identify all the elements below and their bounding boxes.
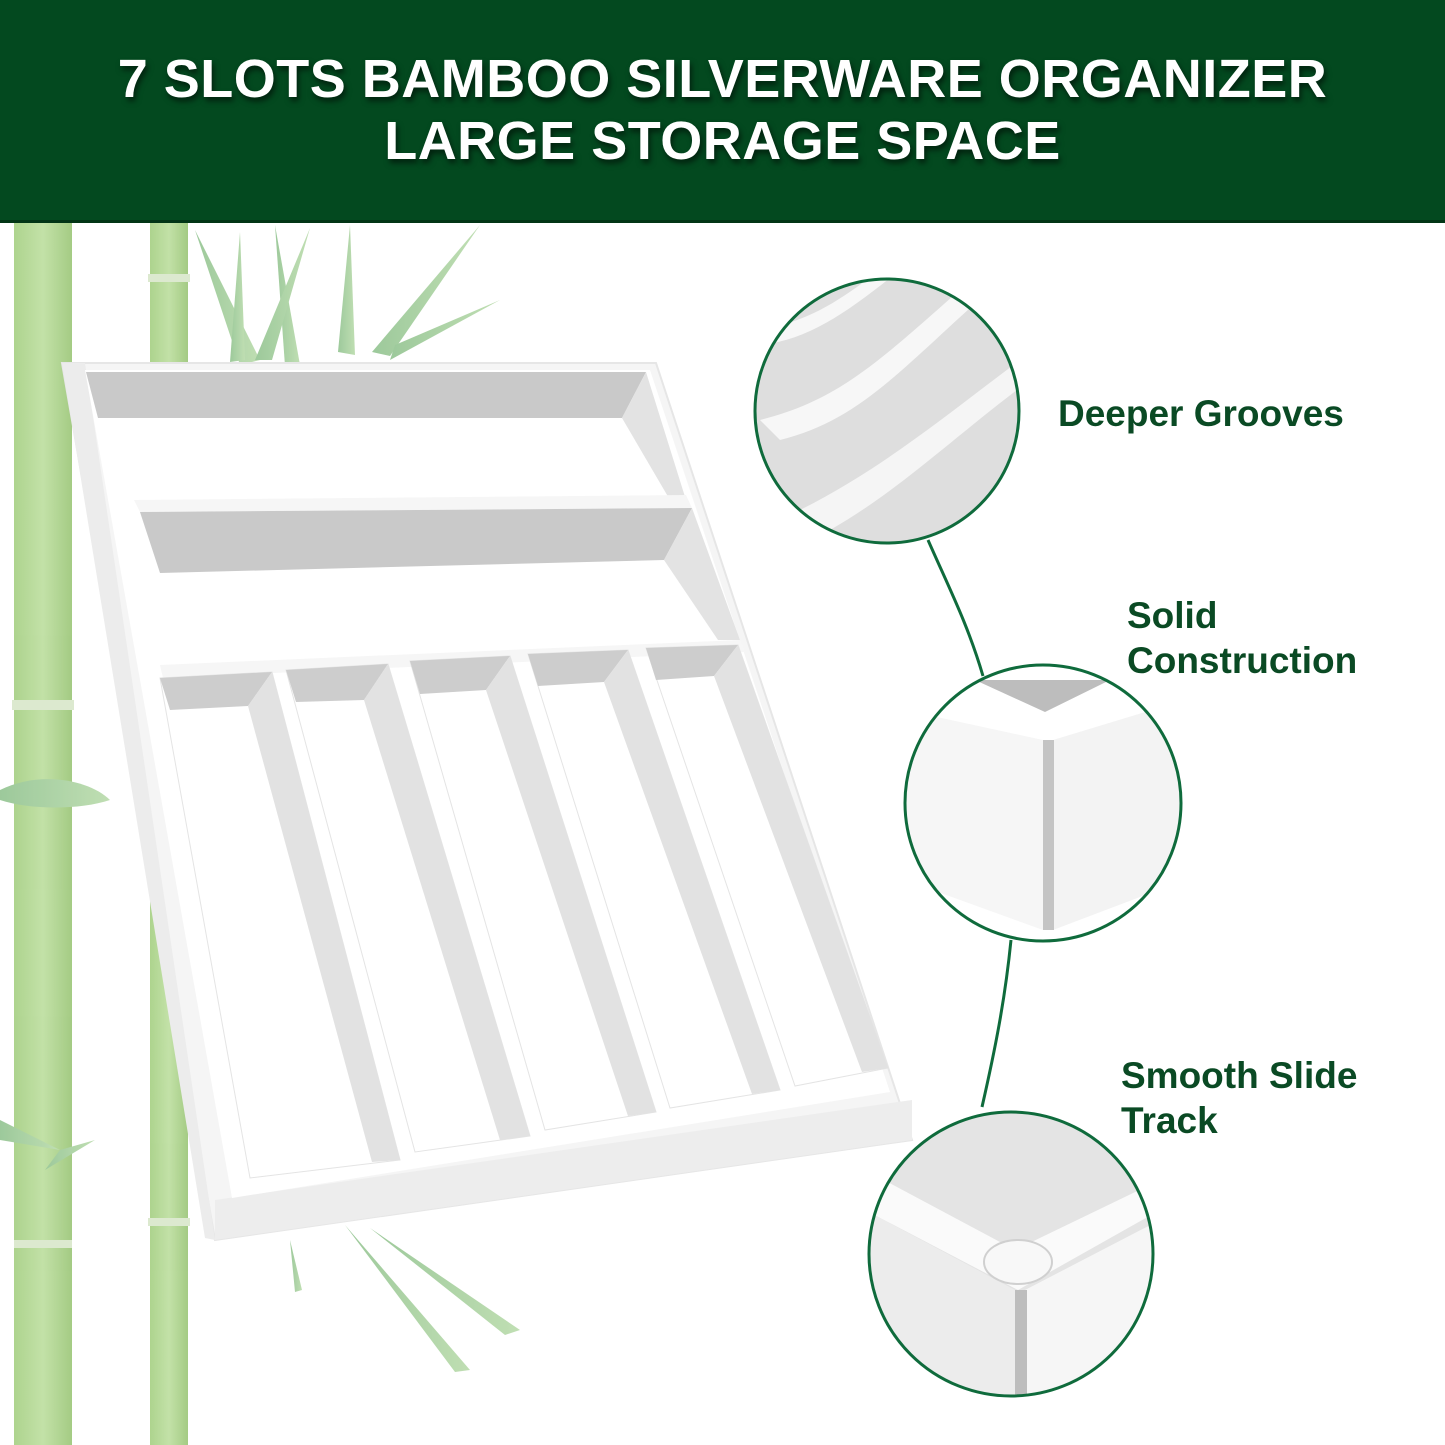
- feature-label-line: Solid: [1127, 595, 1218, 636]
- feature-solid-construction: Solid Construction: [1127, 593, 1357, 683]
- banner-title-line-2: LARGE STORAGE SPACE: [384, 111, 1061, 171]
- banner-title-line-1: 7 SLOTS BAMBOO SILVERWARE ORGANIZER: [117, 49, 1328, 109]
- slot-3: [409, 655, 657, 1131]
- slot-2: [285, 663, 531, 1153]
- title-banner: 7 SLOTS BAMBOO SILVERWARE ORGANIZER LARG…: [0, 0, 1445, 223]
- feature-deeper-grooves: Deeper Grooves: [1058, 391, 1344, 436]
- product-stage: Deeper Grooves Solid Construction Smooth…: [0, 223, 1445, 1445]
- slide-pad-closeup-icon: [867, 1110, 1155, 1398]
- feature-label-line: Deeper Grooves: [1058, 393, 1344, 434]
- product-illustration: [0, 223, 1183, 1445]
- slot-1: [159, 671, 401, 1179]
- cutlery-slots: [159, 644, 889, 1179]
- feature-label-line: Smooth Slide: [1121, 1055, 1358, 1096]
- slot-4: [527, 649, 781, 1109]
- slot-5: [645, 644, 889, 1087]
- solid-corner-closeup-icon: [903, 663, 1183, 943]
- connector-line-2: [980, 939, 1013, 1108]
- feature-label-line: Track: [1121, 1100, 1218, 1141]
- connector-line-1: [926, 539, 985, 677]
- feature-label-line: Construction: [1127, 640, 1358, 681]
- deeper-grooves-closeup-icon: [753, 277, 1021, 545]
- feature-smooth-slide-track: Smooth Slide Track: [1121, 1053, 1357, 1143]
